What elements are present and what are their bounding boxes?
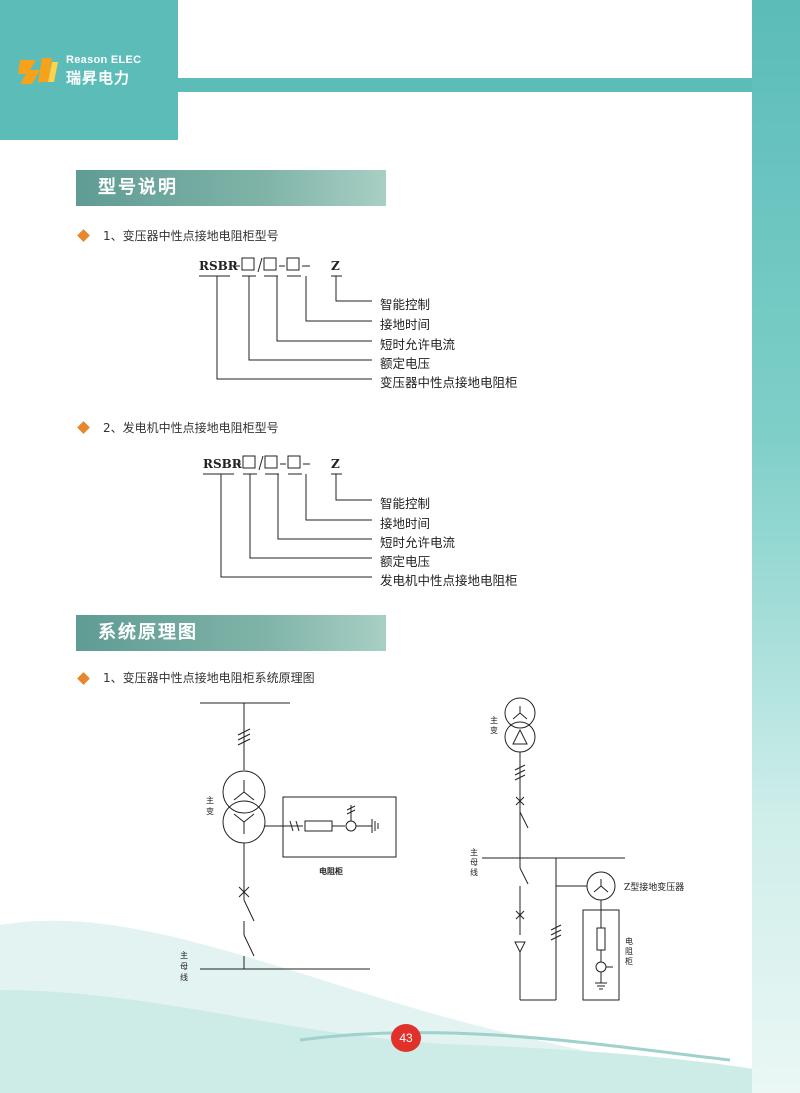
model-label-1-4: 额定电压 [380, 356, 431, 371]
brand-logo-icon [18, 58, 58, 84]
model-heading-2: 2、发电机中性点接地电阻柜型号 [103, 421, 279, 435]
page-number-badge: 43 [391, 1024, 421, 1052]
model-code-prefix-2: RSBR [203, 457, 242, 471]
header-band [0, 78, 800, 92]
model-code-prefix-1: RSBR [199, 259, 238, 273]
model-label-1-3: 短时允许电流 [380, 337, 456, 352]
main-bus-label-left: 主 母 线 [180, 951, 188, 982]
brand-name-en: Reason ELEC [66, 54, 142, 66]
main-bus-label-right: 主 母 线 [470, 848, 478, 877]
resistor-cabinet-label-left: 电阻柜 [319, 866, 343, 876]
main-transformer-label-right: 主 变 [490, 716, 498, 735]
brand-name-cn: 瑞昇电力 [66, 69, 131, 87]
section-title-schematic: 系统原理图 [76, 615, 386, 651]
model-label-1-2: 接地时间 [380, 317, 431, 332]
main-transformer-label-left: 主 变 [206, 796, 214, 816]
model-label-2-3: 短时允许电流 [380, 535, 456, 550]
model-label-1-5: 变压器中性点接地电阻柜 [380, 375, 518, 390]
z-transformer-label: Z型接地变压器 [624, 883, 685, 893]
model-code-suffix-1: Z [331, 259, 340, 273]
header-white-area [178, 0, 752, 78]
resistor-cabinet-label-right: 电 阻 柜 [625, 937, 633, 966]
model-heading-1: 1、变压器中性点接地电阻柜型号 [103, 229, 279, 243]
model-label-2-4: 额定电压 [380, 554, 431, 569]
diagram-heading: 1、变压器中性点接地电阻柜系统原理图 [103, 671, 315, 685]
model-label-2-5: 发电机中性点接地电阻柜 [380, 573, 518, 588]
model-code-suffix-2: Z [331, 457, 340, 471]
model-label-2-2: 接地时间 [380, 516, 431, 531]
section-title-model: 型号说明 [76, 170, 386, 206]
model-label-1-1: 智能控制 [380, 297, 431, 312]
model-label-2-1: 智能控制 [380, 496, 431, 511]
right-edge-band [752, 0, 800, 1093]
